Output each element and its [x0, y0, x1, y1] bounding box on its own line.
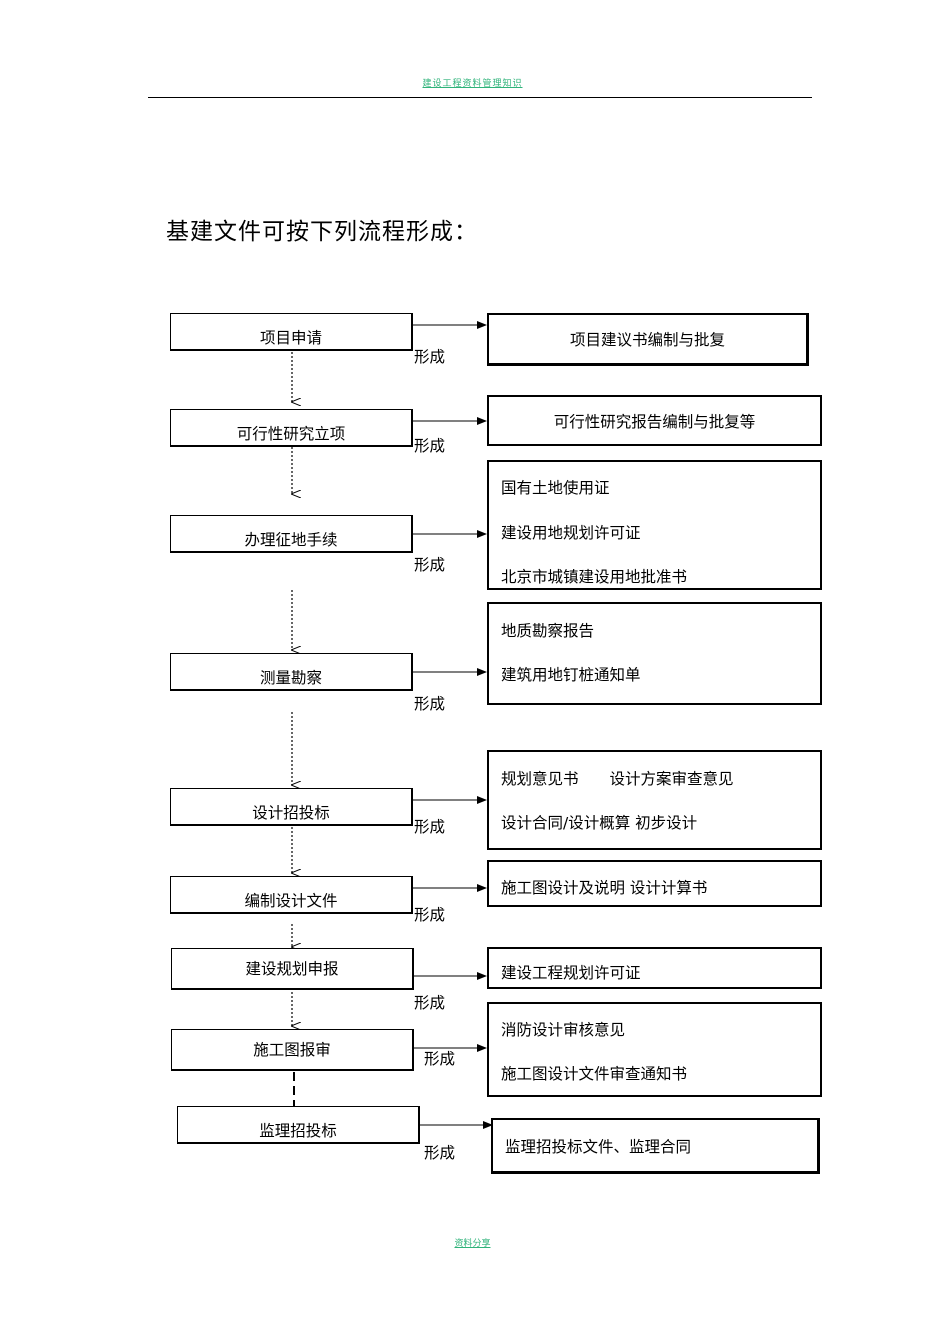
step-box-4: 测量勘察 — [170, 653, 413, 691]
output-text: 北京市城镇建设用地批准书 — [501, 568, 688, 586]
form-label-1: 形成 — [414, 348, 446, 366]
step-box-5: 设计招投标 — [170, 788, 413, 826]
form-label-8: 形成 — [424, 1050, 456, 1068]
output-text: 项目建议书编制与批复 — [569, 331, 725, 349]
page-header: 建设工程资料管理知识 — [422, 79, 523, 89]
form-label-3: 形成 — [414, 556, 446, 574]
header-rule — [148, 97, 812, 98]
step-box-7: 建设规划申报 — [171, 948, 414, 990]
output-box-8: 消防设计审核意见 施工图设计文件审查通知书 — [487, 1002, 822, 1097]
output-box-4: 地质勘察报告 建筑用地钉桩通知单 — [487, 602, 822, 705]
output-text: 建设工程规划许可证 — [501, 964, 641, 982]
page-footer: 资料分享 — [454, 1239, 491, 1249]
output-text: 设计合同/设计概算 初步设计 — [501, 814, 698, 832]
form-label-7: 形成 — [414, 994, 446, 1012]
output-box-5: 规划意见书 设计方案审查意见 设计合同/设计概算 初步设计 — [487, 750, 822, 850]
output-text: 消防设计审核意见 — [501, 1021, 626, 1039]
step-box-1: 项目申请 — [170, 313, 413, 351]
output-text: 可行性研究报告编制与批复等 — [553, 412, 756, 431]
output-text: 规划意见书 设计方案审查意见 — [501, 770, 734, 788]
output-box-2: 可行性研究报告编制与批复等 — [487, 395, 822, 446]
output-text: 监理招投标文件、监理合同 — [505, 1138, 692, 1156]
form-label-2: 形成 — [414, 437, 446, 455]
form-label-9: 形成 — [424, 1144, 456, 1162]
step-box-2: 可行性研究立项 — [170, 409, 413, 447]
output-text: 建设用地规划许可证 — [501, 524, 641, 542]
form-label-5: 形成 — [414, 818, 446, 836]
output-box-3: 国有土地使用证 建设用地规划许可证 北京市城镇建设用地批准书 — [487, 460, 822, 590]
output-box-9: 监理招投标文件、监理合同 — [491, 1118, 820, 1174]
output-box-6: 施工图设计及说明 设计计算书 — [487, 860, 822, 907]
step-box-8: 施工图报审 — [171, 1029, 414, 1071]
step-box-9: 监理招投标 — [177, 1106, 420, 1144]
form-label-6: 形成 — [414, 906, 446, 924]
form-label-4: 形成 — [414, 695, 446, 713]
page-title: 基建文件可按下列流程形成： — [166, 219, 478, 245]
step-box-6: 编制设计文件 — [170, 876, 413, 914]
output-text: 施工图设计及说明 设计计算书 — [501, 879, 708, 897]
output-text: 建筑用地钉桩通知单 — [501, 666, 641, 684]
output-text: 国有土地使用证 — [501, 479, 610, 497]
output-box-1: 项目建议书编制与批复 — [487, 313, 809, 366]
step-box-3: 办理征地手续 — [170, 515, 413, 553]
output-text: 施工图设计文件审查通知书 — [501, 1065, 688, 1083]
output-text: 地质勘察报告 — [501, 622, 595, 640]
output-box-7: 建设工程规划许可证 — [487, 947, 822, 989]
